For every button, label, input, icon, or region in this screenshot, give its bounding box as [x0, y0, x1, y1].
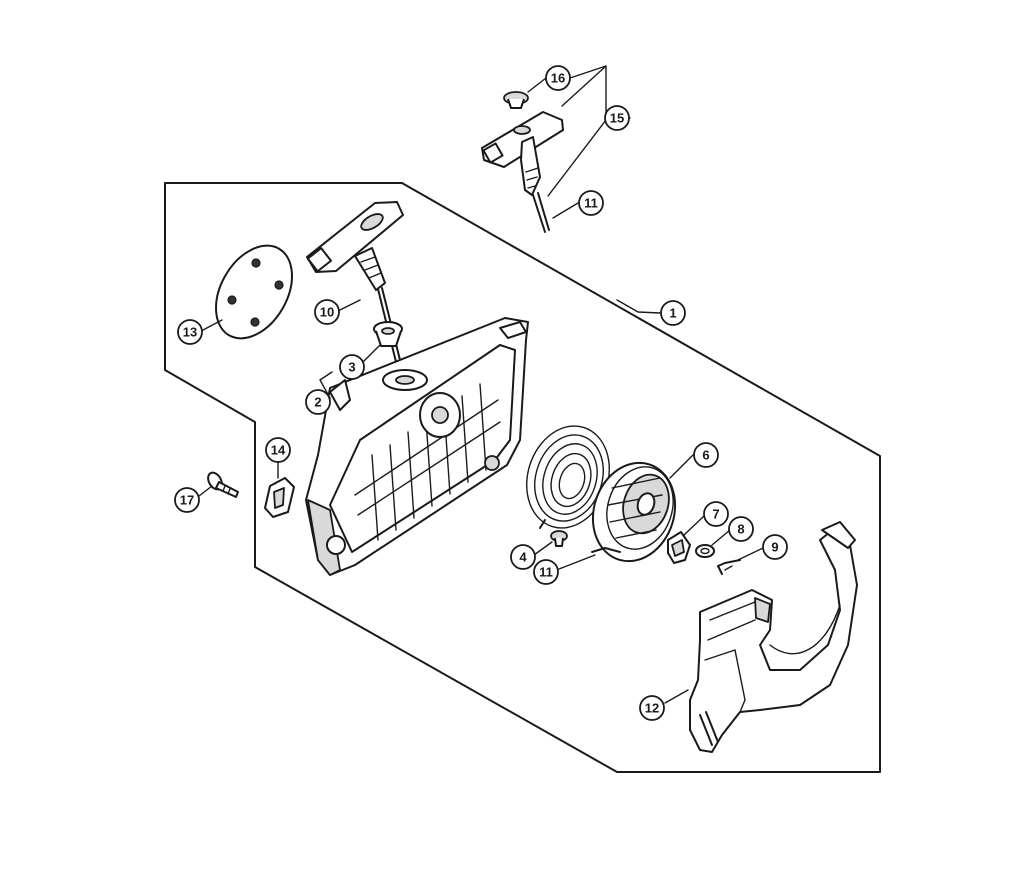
callout-7: 7: [703, 501, 729, 527]
svg-text:7: 7: [712, 507, 719, 522]
clip-part: [264, 477, 295, 518]
callout-16: 16: [545, 65, 571, 91]
callout-11-bottom: 11: [533, 559, 559, 585]
callout-9: 9: [762, 534, 788, 560]
svg-text:9: 9: [771, 540, 778, 555]
svg-text:13: 13: [183, 325, 197, 340]
callout-3: 3: [339, 354, 365, 380]
rewind-spring: [526, 425, 610, 529]
svg-text:8: 8: [737, 522, 744, 537]
assembly-boundary: [164, 182, 881, 773]
svg-text:12: 12: [645, 701, 659, 716]
svg-text:16: 16: [551, 71, 565, 86]
callout-14: 14: [265, 437, 291, 463]
callout-17: 17: [174, 487, 200, 513]
deflector-shroud: [689, 521, 858, 753]
callout-2: 2: [305, 389, 331, 415]
svg-text:14: 14: [271, 443, 286, 458]
svg-text:4: 4: [519, 550, 527, 565]
svg-text:1: 1: [669, 306, 676, 321]
svg-text:6: 6: [702, 448, 709, 463]
small-screw: [550, 530, 568, 547]
cover-disc: [215, 244, 293, 340]
callout-10: 10: [314, 299, 340, 325]
spare-handle-assembly: [481, 91, 564, 233]
washer: [695, 544, 715, 558]
svg-text:17: 17: [180, 493, 194, 508]
callout-12: 12: [639, 695, 665, 721]
leader-lines: [198, 65, 764, 704]
callout-6: 6: [693, 442, 719, 468]
callout-1: 1: [660, 300, 686, 326]
callout-11-top: 11: [578, 190, 604, 216]
pawl: [667, 531, 691, 564]
rope-guide-bushing: [373, 321, 403, 347]
starter-grip: [306, 201, 404, 371]
svg-text:10: 10: [320, 305, 334, 320]
callout-15: 15: [604, 105, 630, 131]
svg-text:3: 3: [348, 360, 355, 375]
callout-13: 13: [177, 319, 203, 345]
callout-4: 4: [510, 544, 536, 570]
svg-text:11: 11: [584, 196, 598, 211]
rope-rotor: [591, 461, 677, 563]
svg-text:2: 2: [314, 395, 321, 410]
fan-housing: [305, 317, 529, 576]
svg-text:15: 15: [610, 111, 624, 126]
screw: [207, 471, 239, 498]
callout-8: 8: [728, 516, 754, 542]
spring-clip: [717, 559, 741, 575]
svg-text:11: 11: [539, 565, 553, 580]
